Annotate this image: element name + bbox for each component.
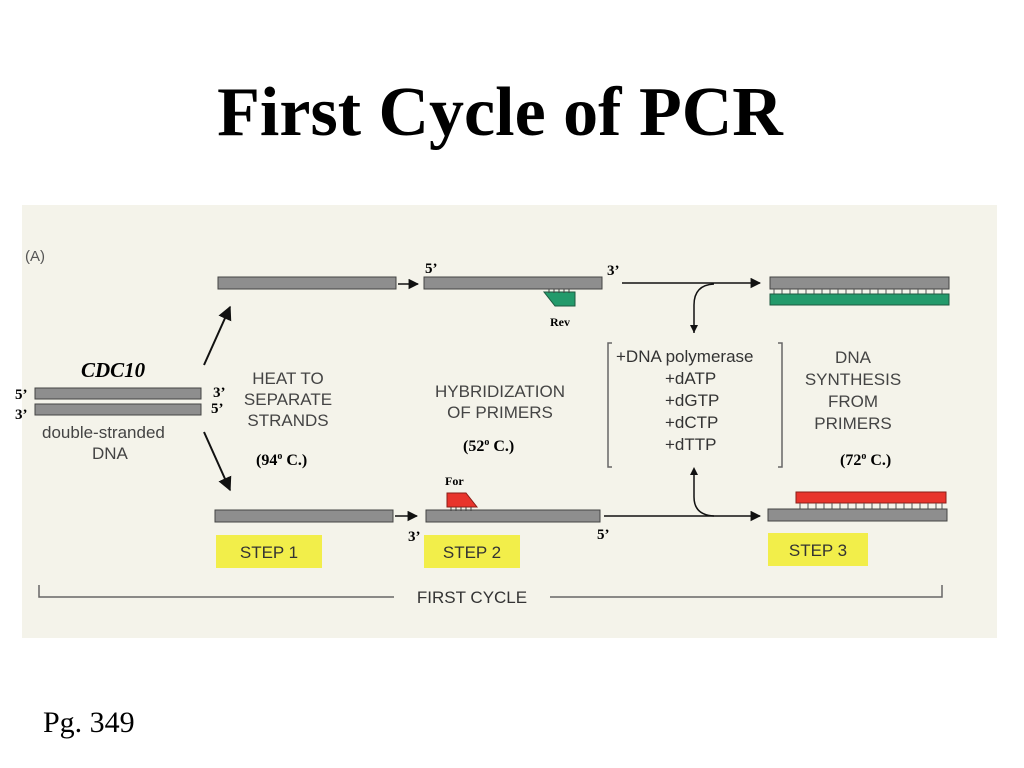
reagent-arrow-up (693, 283, 715, 333)
svg-text:STEP 2: STEP 2 (443, 543, 501, 562)
dsdna-top-right-end: 3’ (213, 385, 226, 401)
svg-text:HYBRIDIZATION: HYBRIDIZATION (435, 382, 565, 401)
pcr-figure-panel: (A) CDC10 5’ 3’ 3’ 5’ double-stranded DN… (15, 205, 997, 638)
cycle-bracket-right (550, 585, 943, 598)
dsdna-label-line1: double-stranded (42, 423, 165, 442)
dsdna-label-line2: DNA (92, 444, 129, 463)
step1-badge: STEP 1 (216, 535, 322, 568)
step3-top-template (769, 276, 950, 290)
page-reference: Pg. 349 (43, 706, 135, 739)
svg-text:+dCTP: +dCTP (665, 413, 718, 432)
reagent-list: +DNA polymerase +dATP +dGTP +dCTP +dTTP (616, 347, 753, 454)
svg-text:STEP 1: STEP 1 (240, 543, 298, 562)
reagent-bracket-right (778, 342, 783, 468)
rev-primer-bonds (548, 289, 570, 293)
slide-title: First Cycle of PCR (217, 74, 783, 151)
rev-primer (542, 291, 576, 307)
for-primer-bonds (450, 507, 472, 511)
cycle-bracket-left (38, 585, 394, 598)
dsdna-bottom-strand (34, 403, 202, 416)
step2-bottom-5prime: 5’ (597, 527, 610, 543)
reagent-bracket-left (607, 342, 612, 468)
step1-top-strand (217, 276, 397, 290)
step1-bottom-strand (214, 509, 394, 523)
step3-temperature: (72o C.) (840, 451, 891, 469)
svg-text:+dATP: +dATP (665, 369, 716, 388)
svg-text:SEPARATE: SEPARATE (244, 390, 332, 409)
svg-text:FROM: FROM (828, 392, 878, 411)
svg-text:SYNTHESIS: SYNTHESIS (805, 370, 901, 389)
step3-bottom-bonds (799, 503, 943, 509)
step2-top-5prime: 5’ (425, 261, 438, 277)
reagent-arrow-up-head (690, 325, 698, 333)
gene-label: CDC10 (81, 358, 146, 382)
svg-text:STEP 3: STEP 3 (789, 541, 847, 560)
dsdna-bottom-left-end: 3’ (15, 407, 28, 423)
svg-text:OF PRIMERS: OF PRIMERS (447, 403, 553, 422)
step1-caption: HEAT TO SEPARATE STRANDS (244, 369, 332, 430)
step2-caption: HYBRIDIZATION OF PRIMERS (435, 382, 565, 422)
svg-text:STRANDS: STRANDS (247, 411, 328, 430)
svg-text:HEAT TO: HEAT TO (252, 369, 324, 388)
svg-text:+DNA polymerase: +DNA polymerase (616, 347, 753, 366)
dsdna-top-strand (34, 387, 202, 400)
step2-top-3prime: 3’ (607, 263, 620, 279)
dsdna-top-left-end: 5’ (15, 387, 28, 403)
reagent-arrow-down (693, 469, 715, 517)
svg-text:+dGTP: +dGTP (665, 391, 719, 410)
svg-text:+dTTP: +dTTP (665, 435, 717, 454)
step3-bottom-template (767, 508, 948, 522)
step3-top-bonds (773, 289, 943, 294)
dsdna-bottom-right-end: 5’ (211, 401, 224, 417)
step3-green-product-strand (769, 293, 950, 306)
pcr-diagram: (A) CDC10 5’ 3’ 3’ 5’ double-stranded DN… (15, 248, 950, 607)
rev-primer-label: Rev (550, 315, 570, 329)
step3-red-product-strand (795, 491, 947, 504)
step2-badge: STEP 2 (424, 535, 520, 568)
svg-text:PRIMERS: PRIMERS (814, 414, 891, 433)
step2-bottom-strand (425, 509, 601, 523)
reagent-arrow-down-head (690, 467, 698, 475)
step2-bottom-3prime: 3’ (408, 529, 421, 545)
for-primer (446, 492, 479, 508)
for-primer-label: For (445, 474, 464, 488)
arrow-up-separation (203, 305, 232, 366)
step1-temperature: (94o C.) (256, 451, 307, 469)
step3-badge: STEP 3 (768, 533, 868, 566)
svg-text:DNA: DNA (835, 348, 872, 367)
panel-label: (A) (25, 248, 45, 265)
step2-top-strand (423, 276, 603, 290)
arrow-down-separation (203, 431, 232, 492)
step3-caption: DNA SYNTHESIS FROM PRIMERS (805, 348, 901, 433)
step2-temperature: (52o C.) (463, 437, 514, 455)
cycle-label: FIRST CYCLE (417, 588, 527, 607)
